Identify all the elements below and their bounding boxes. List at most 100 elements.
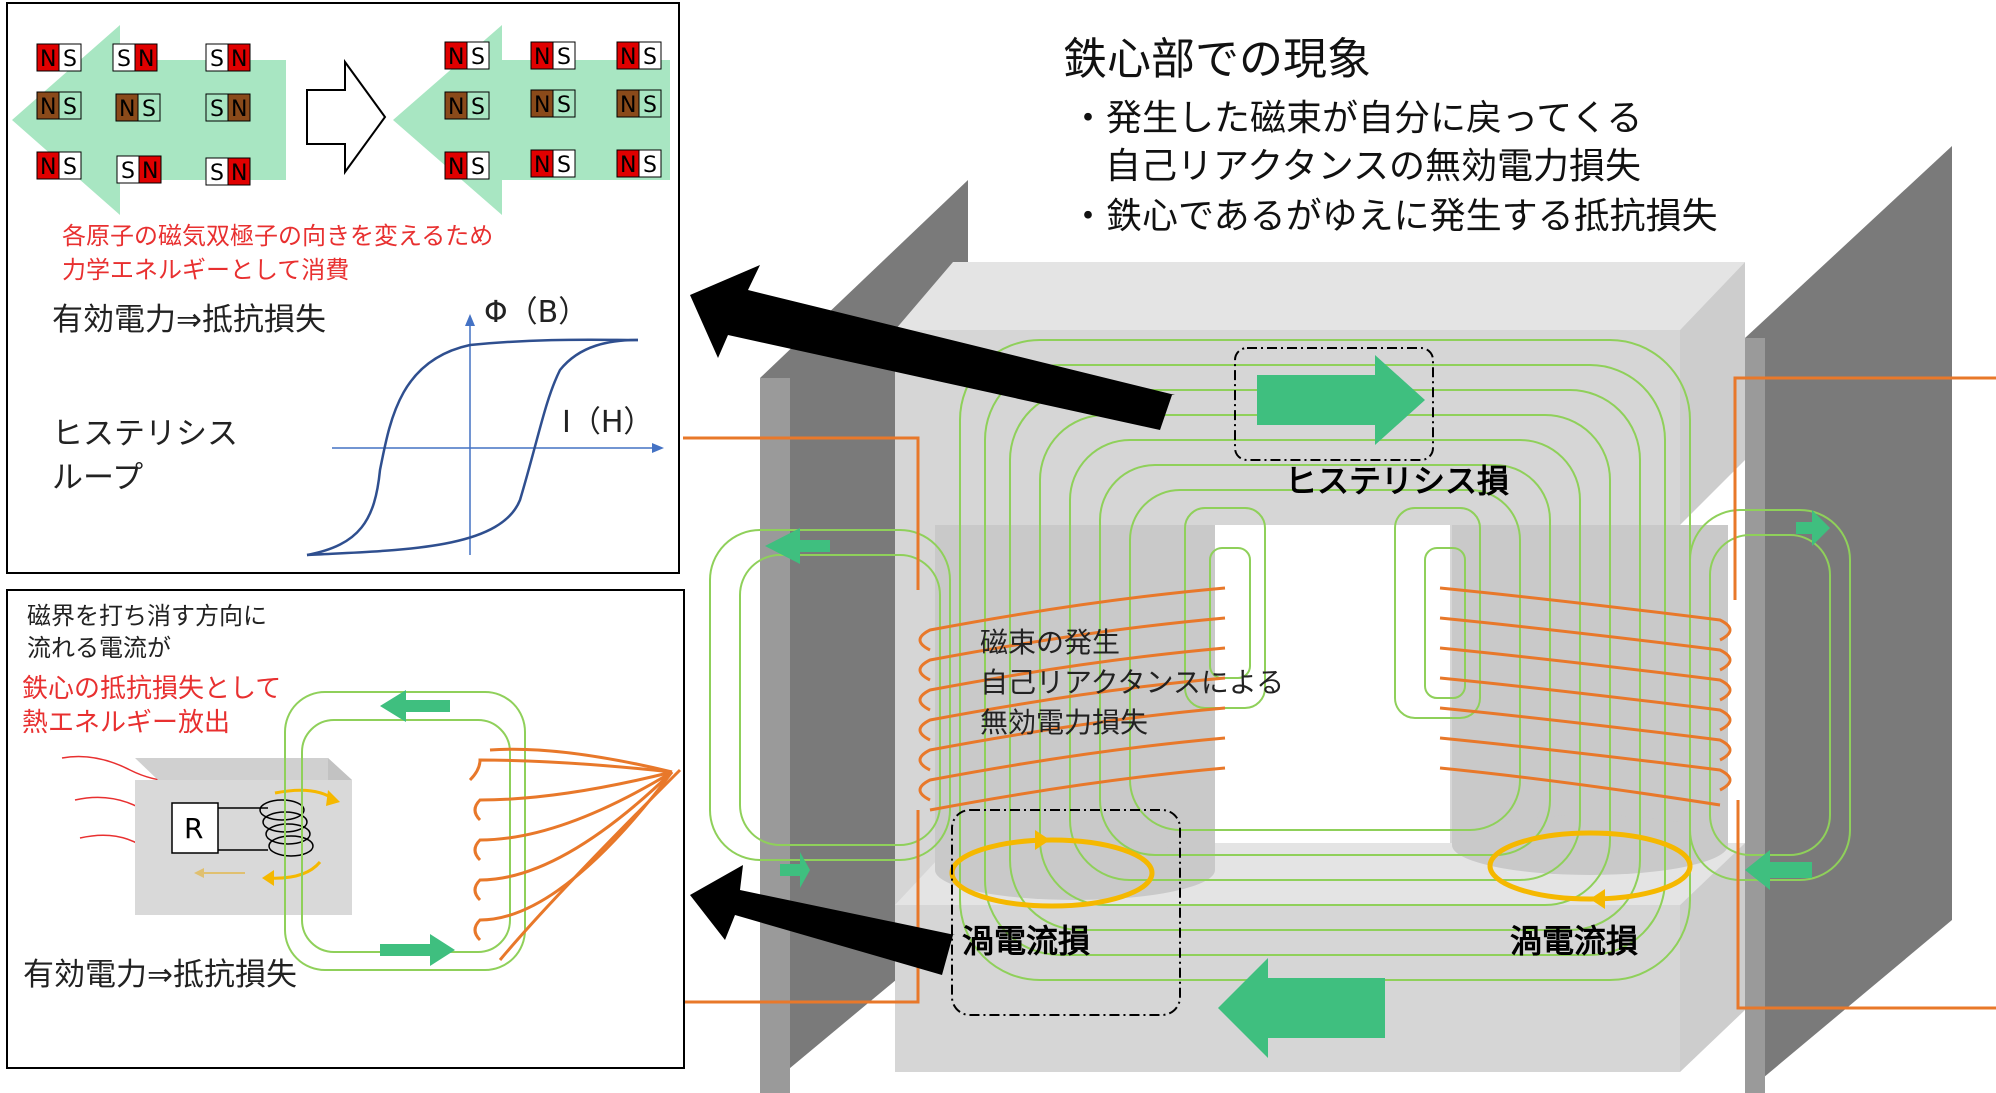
left-plate-face [760,378,790,1093]
page-title: 鉄心部での現象 [1063,34,1371,85]
svg-text:N: N [138,47,154,72]
svg-text:N: N [534,93,550,118]
eddy-panel-bottom-arrow-icon [380,934,455,966]
eddy-panel-top-arrow-icon [380,690,450,722]
svg-text:N: N [119,97,135,122]
mini-eddy-arrow-bottom-icon [262,870,274,886]
left-cylinder [935,525,1215,870]
loop-x-axis-label: I（H） [562,405,653,440]
loop-y-axis-label: Φ（B） [484,295,588,330]
svg-text:S: S [471,155,485,180]
svg-text:S: S [63,155,77,180]
magnets-random: N S S N S N N S N S S N N S S N S N [36,43,251,186]
svg-text:N: N [231,47,247,72]
coil-leads [683,376,1996,1010]
svg-text:S: S [121,159,135,184]
svg-text:S: S [643,153,657,178]
resistor-box [171,802,219,854]
pointer-arrow-bottom-icon [690,865,955,975]
magnets-aligned: N S N S N S N S N S N S N S N S N S [444,41,662,180]
svg-text:N: N [534,153,550,178]
hysteresis-highlight-box [1234,347,1434,461]
bullet-2: ・鉄心であるがゆえに発生する抵抗損失 [1070,196,1718,237]
svg-text:S: S [117,47,131,72]
svg-text:N: N [40,47,56,72]
right-cylinder-bottom [1452,815,1728,875]
svg-text:N: N [448,45,464,70]
svg-text:S: S [210,97,224,122]
flux-text-line-1: 磁束の発生 [980,626,1120,659]
header: 鉄心部での現象 ・発生した磁束が自分に戻ってくる 自己リアクタンスの無効電力損失… [1063,34,1718,237]
hysteresis-loss-label: ヒステリシス損 [1285,462,1509,500]
bullet-1-line-1: ・発生した磁束が自分に戻ってくる [1070,98,1642,139]
hysteresis-loop-lower [306,338,639,557]
eddy-red-line-2: 熱エネルギー放出 [22,708,230,738]
right-plate-face [1745,338,1765,1093]
top-flux-arrow-icon [1257,355,1425,445]
svg-text:N: N [448,95,464,120]
transition-arrow-icon [306,58,387,176]
eddy-panel: 磁界を打ち消す方向に 流れる電流が 鉄心の抵抗損失として 熱エネルギー放出 R [6,589,685,1069]
loop-y-axis-arrow-icon [465,314,475,326]
flux-text-line-2: 自己リアクタンスによる [980,666,1284,699]
svg-text:S: S [210,161,224,186]
flux-text-line-3: 無効電力損失 [980,706,1148,739]
bottom-flux-arrow-icon [1218,958,1385,1058]
eddy-block-front [135,780,352,915]
eddy-text-line-2: 流れる電流が [27,634,171,662]
svg-text:S: S [210,47,224,72]
right-upper-arrow-icon [1796,510,1830,546]
eddy-loop-arrow-icons [1035,830,1605,909]
eddy-highlight-box [951,809,1181,1016]
left-upper-arrow-icon [765,528,830,564]
left-lower-arrow-icon [780,852,810,888]
core-bottom-yoke-side [1680,843,1745,1072]
right-plate-side [1745,146,1952,1093]
mini-eddy-arrow-top-icon [326,790,340,806]
svg-text:S: S [643,45,657,70]
svg-text:N: N [142,159,158,184]
hysteresis-loop-upper [306,338,639,557]
dipole-explanation-line-1: 各原子の磁気双極子の向きを変えるため [62,222,493,250]
loop-x-axis-arrow-icon [652,443,664,453]
resistor-label: R [184,812,203,845]
svg-text:S: S [643,93,657,118]
eddy-loss-left-label: 渦電流損 [962,922,1090,960]
hysteresis-power-label: 有効電力⇒抵抗損失 [52,302,326,338]
left-coil [918,586,1226,812]
pointer-arrow-top-icon [690,265,1175,430]
right-coil [1439,586,1732,807]
eddy-power-label: 有効電力⇒抵抗損失 [23,957,297,993]
svg-text:N: N [620,93,636,118]
svg-text:S: S [471,95,485,120]
hysteresis-panel: N S S N S N N S N S S N N S S N S N N S … [6,2,680,574]
eddy-block-top [135,758,352,780]
svg-text:S: S [557,153,571,178]
loop-label-line-2: ループ [52,460,143,496]
svg-text:N: N [448,155,464,180]
svg-text:S: S [142,97,156,122]
core-top-yoke-side [1680,262,1745,525]
loop-label-line-1: ヒステリシス [52,416,238,452]
svg-text:S: S [471,45,485,70]
svg-text:N: N [40,95,56,120]
flux-direction-arrows [765,355,1830,1058]
core-top-yoke-top [895,262,1745,330]
svg-text:N: N [40,155,56,180]
mini-coil [218,799,314,857]
svg-text:S: S [557,45,571,70]
right-lower-arrow-icon [1745,850,1812,890]
svg-text:N: N [534,45,550,70]
svg-text:N: N [231,97,247,122]
svg-text:S: S [63,47,77,72]
eddy-panel-coil [468,747,682,961]
bullet-1-line-2: 自己リアクタンスの無効電力損失 [1105,146,1641,187]
eddy-loss-right-label: 渦電流損 [1510,922,1638,960]
svg-text:N: N [231,161,247,186]
eddy-text-line-1: 磁界を打ち消す方向に [27,602,267,630]
svg-text:S: S [63,95,77,120]
mini-current-arrow-icon [194,868,204,878]
svg-text:N: N [620,45,636,70]
eddy-red-line-1: 鉄心の抵抗損失として [22,674,281,704]
